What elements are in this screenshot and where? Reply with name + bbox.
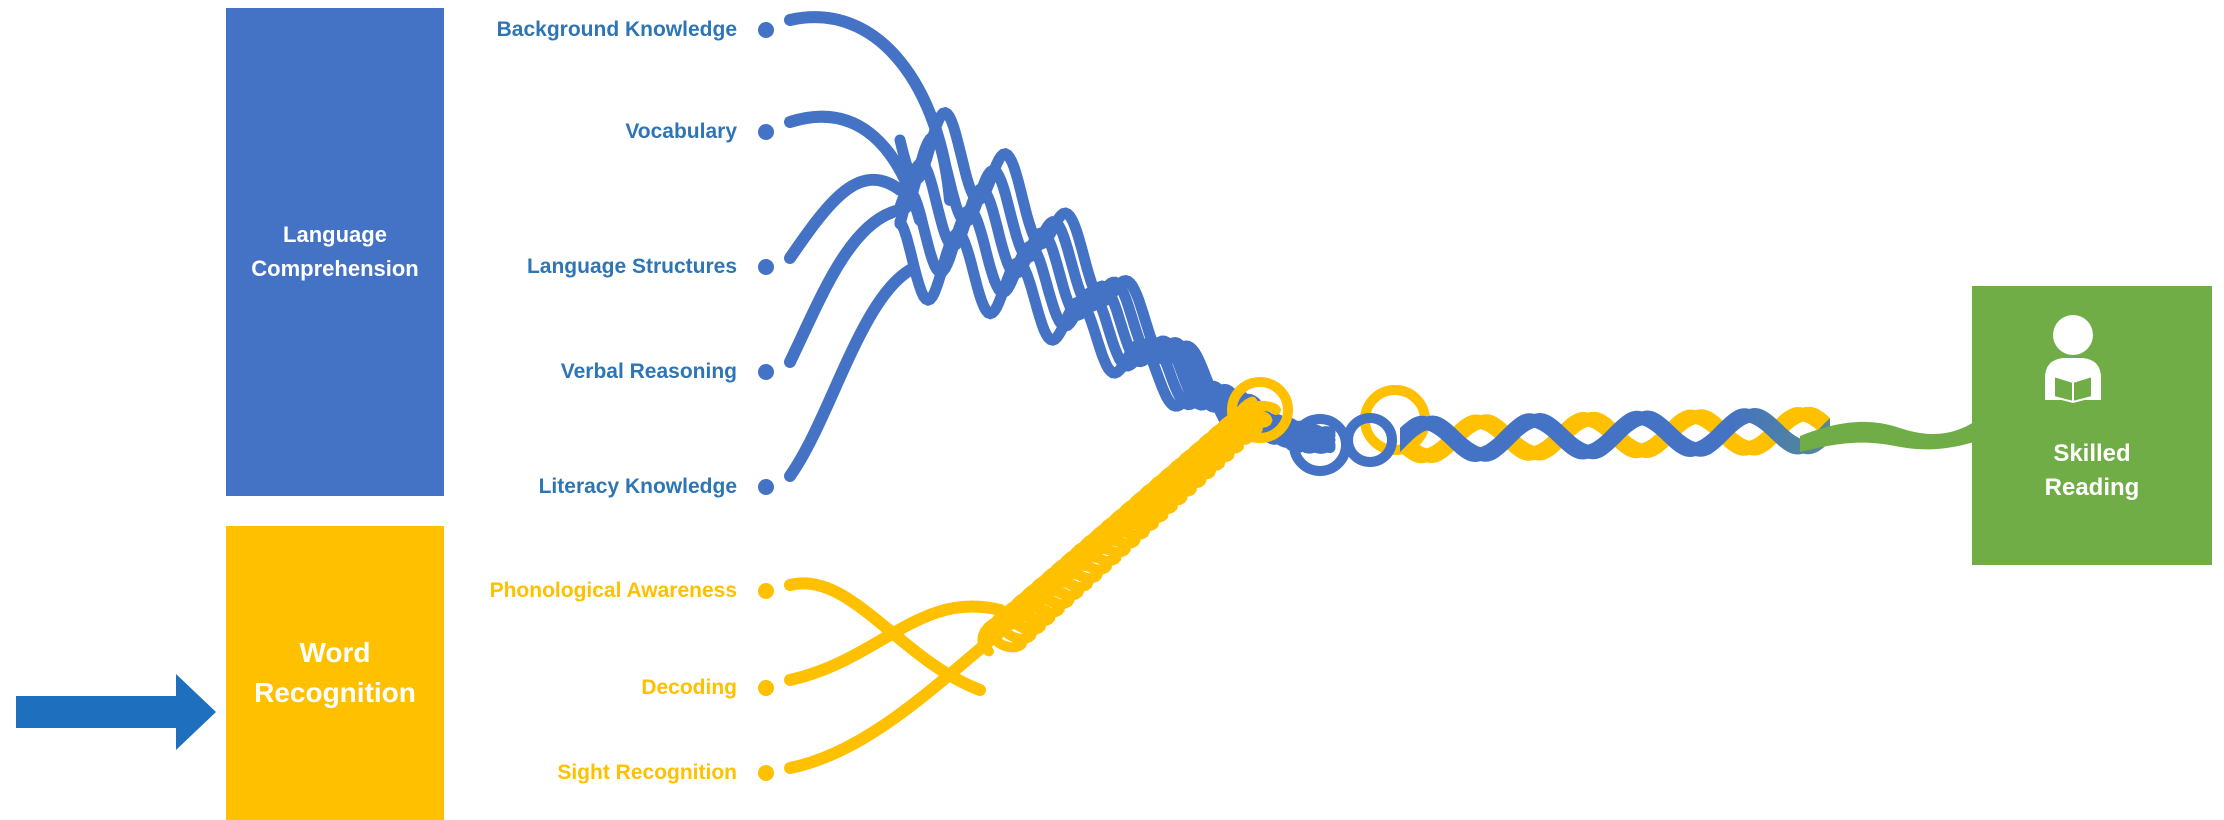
word-rope-twist	[977, 409, 1273, 657]
language-strand-label: Language Structures	[526, 255, 737, 278]
reader-icon	[2045, 315, 2101, 404]
language-strand-dot	[758, 479, 774, 495]
language-strand-dot	[758, 124, 774, 140]
language-comprehension-line1: Language	[283, 222, 387, 247]
right-arrow-icon	[16, 674, 216, 750]
language-strand-rope	[784, 264, 916, 482]
word-strand-dot	[758, 583, 774, 599]
word-recognition-box: Word Recognition	[226, 526, 444, 820]
skilled-reading-line2: Reading	[2044, 473, 2140, 501]
word-strand-dot	[758, 765, 774, 781]
word-strand-label: Phonological Awareness	[489, 579, 737, 602]
word-recognition-line2: Recognition	[254, 677, 416, 708]
language-comprehension-box: Language Comprehension	[226, 8, 444, 496]
word-rope-twist	[984, 396, 1263, 644]
rope-loop	[1227, 377, 1293, 443]
word-recognition-line1: Word	[299, 637, 371, 668]
language-strand-label: Literacy Knowledge	[538, 475, 737, 498]
rope-loop	[1343, 413, 1397, 467]
word-strand-label: Sight Recognition	[557, 761, 737, 784]
word-strand-label: Decoding	[641, 676, 737, 699]
word-strand-rope	[784, 600, 1006, 686]
language-strand-dot	[758, 259, 774, 275]
skilled-reading-line1: Skilled	[2053, 439, 2131, 467]
language-comprehension-line2: Comprehension	[251, 256, 419, 281]
language-strand-label: Verbal Reasoning	[560, 360, 737, 383]
language-strand-rope	[784, 173, 906, 264]
language-strand-label: Background Knowledge	[496, 18, 737, 41]
language-strand-rope	[784, 204, 906, 368]
language-strand-label: Vocabulary	[625, 120, 737, 143]
language-strand-dot	[758, 22, 774, 38]
final-ribbon	[1800, 418, 1980, 452]
language-strand-dot	[758, 364, 774, 380]
combined-rope-ribbon	[1400, 408, 1830, 462]
word-strand-dot	[758, 680, 774, 696]
